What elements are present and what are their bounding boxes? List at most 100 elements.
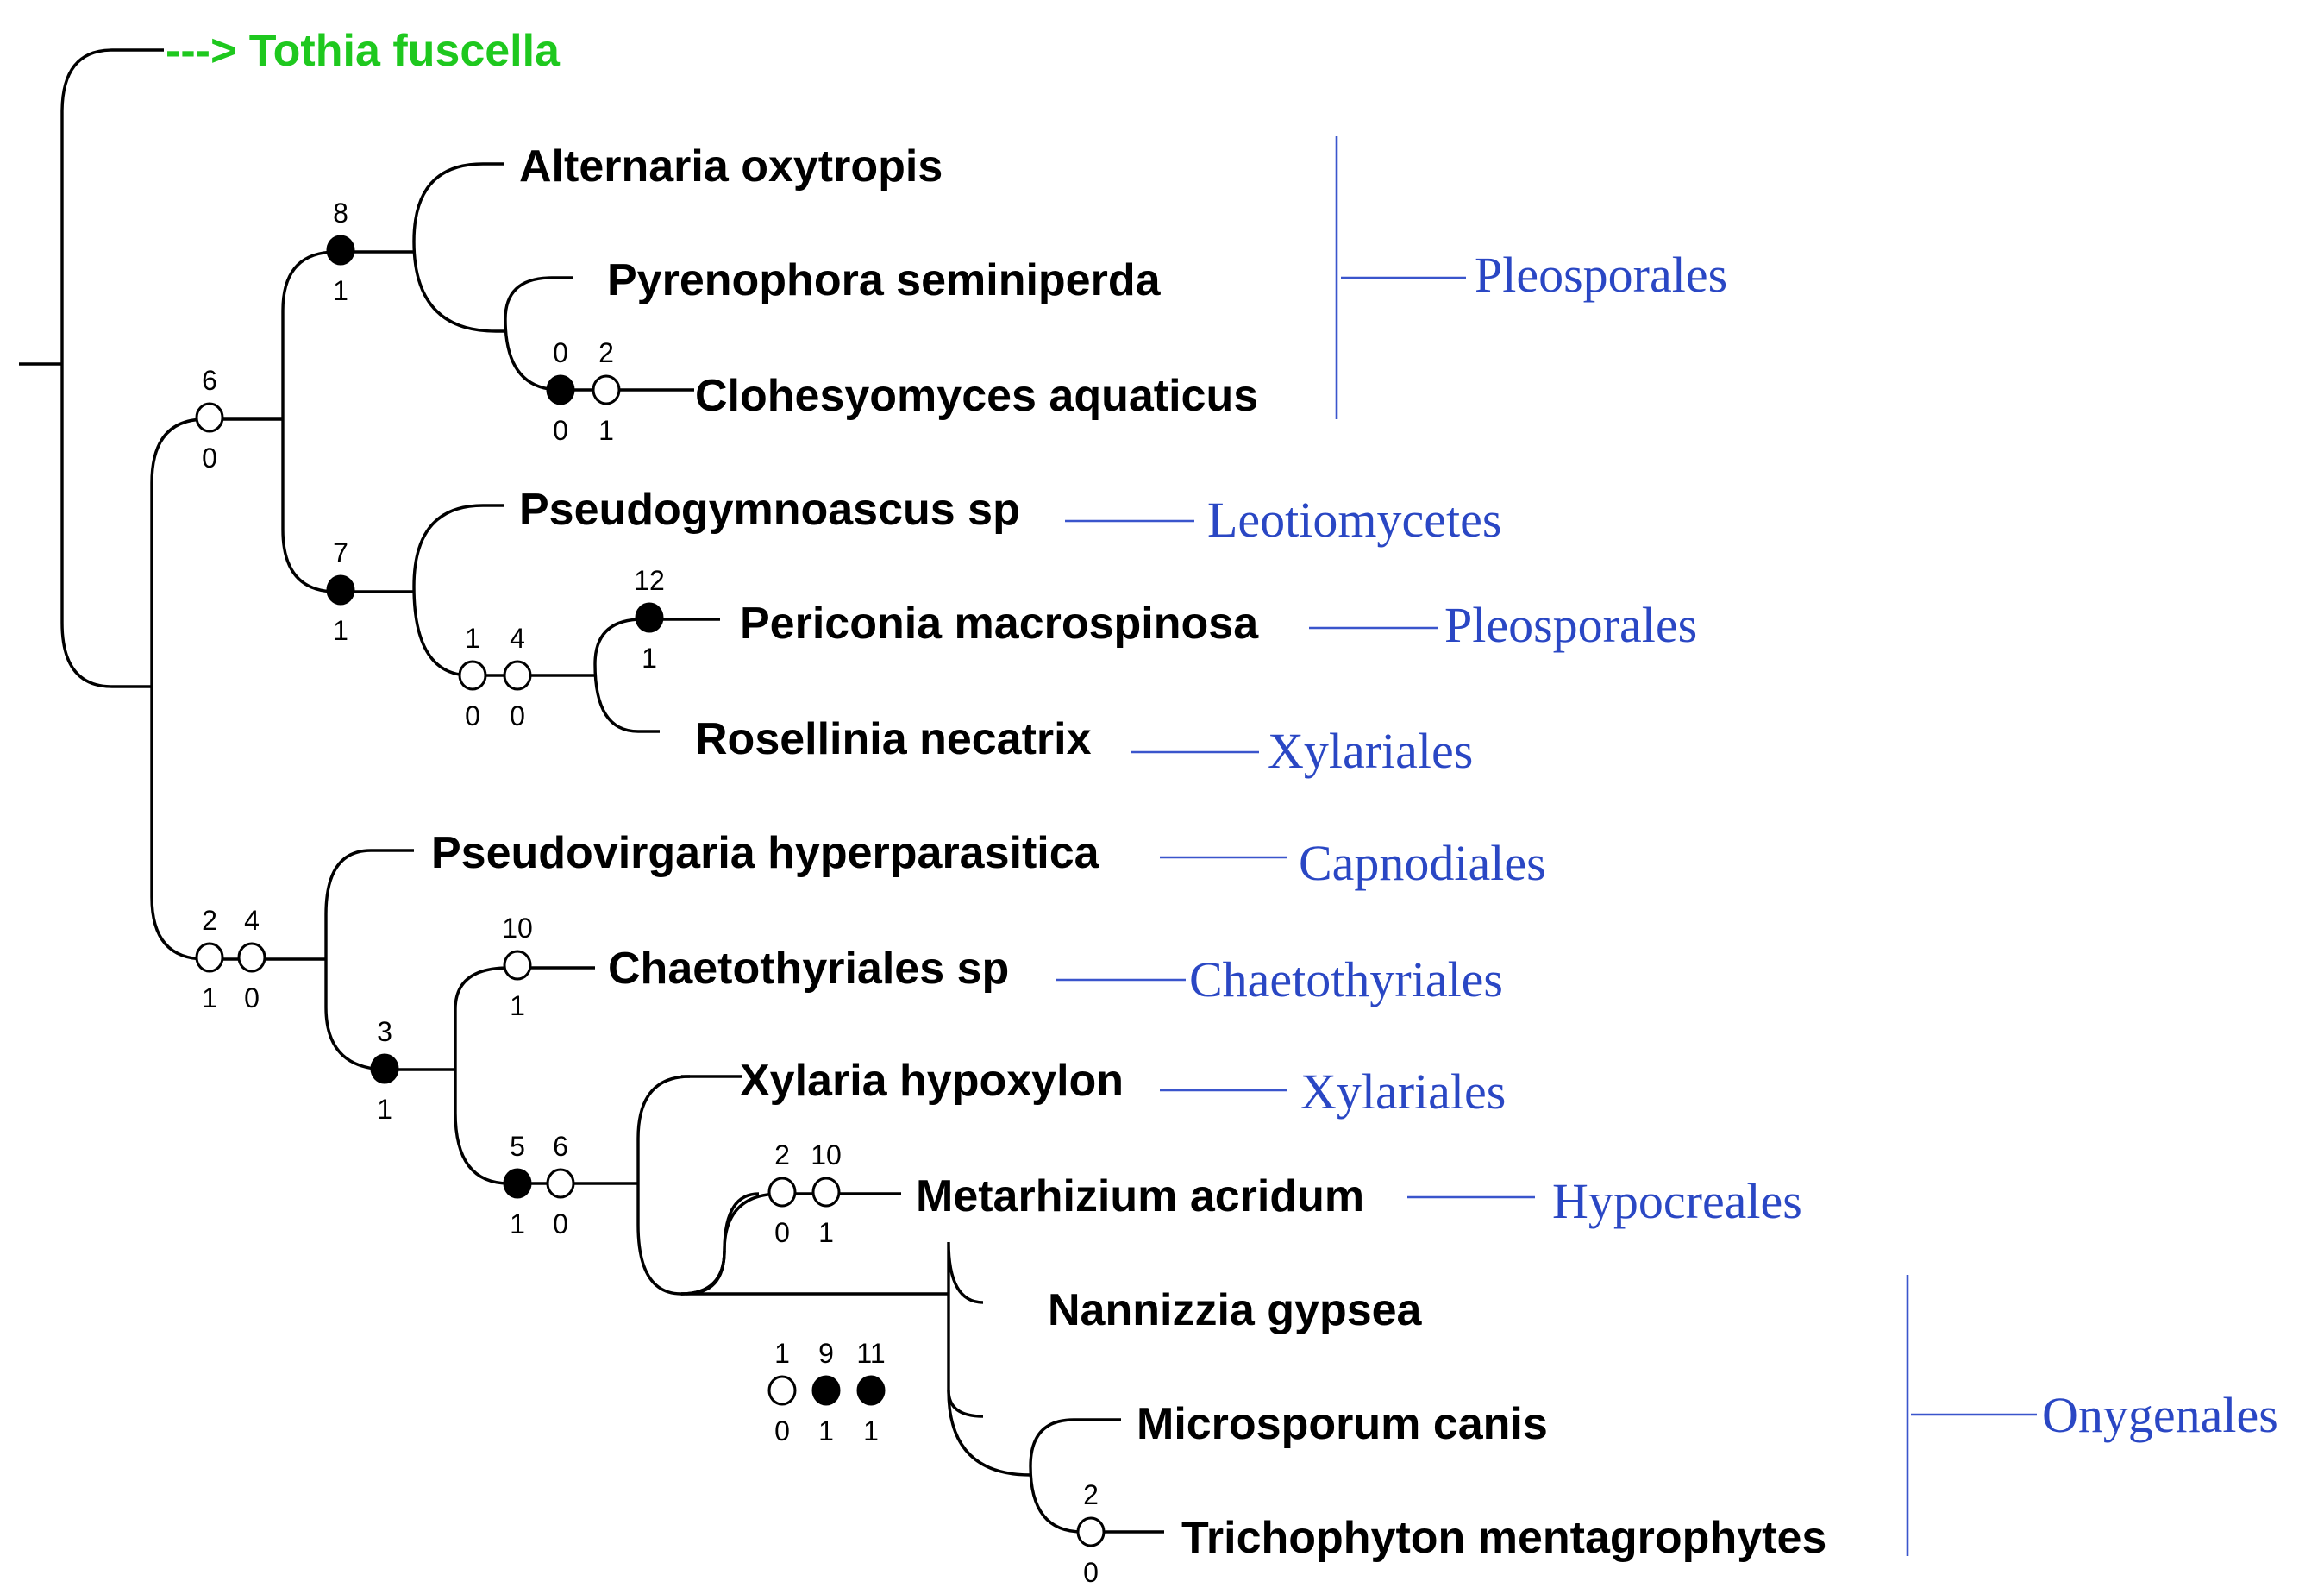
order-label: Chaetothyriales <box>1189 951 1503 1007</box>
open-state-marker <box>1076 1516 1106 1547</box>
character-number: 4 <box>510 623 525 654</box>
taxon-label: Alternaria oxytropis <box>519 141 943 191</box>
state-number: 0 <box>244 982 260 1014</box>
open-state-marker <box>811 1177 841 1208</box>
open-state-marker <box>195 402 224 433</box>
state-number: 0 <box>774 1415 790 1447</box>
state-number: 1 <box>818 1415 834 1447</box>
character-number: 2 <box>1083 1479 1099 1510</box>
filled-state-marker <box>635 602 664 633</box>
open-state-marker <box>767 1375 797 1406</box>
taxon-label: Microsporum canis <box>1137 1399 1548 1449</box>
character-number: 7 <box>333 537 348 568</box>
open-state-marker <box>767 1177 797 1208</box>
state-number: 0 <box>553 1208 568 1239</box>
character-number: 4 <box>244 905 260 936</box>
character-number: 0 <box>553 337 568 368</box>
filled-state-marker <box>503 1168 532 1199</box>
state-number: 1 <box>510 1208 525 1239</box>
state-number: 0 <box>510 700 525 731</box>
open-state-marker <box>503 660 532 691</box>
state-number: 0 <box>553 415 568 446</box>
open-state-marker <box>458 660 487 691</box>
state-number: 1 <box>333 275 348 306</box>
outgroup-label: ---> Tothia fuscella <box>166 26 561 76</box>
character-number: 3 <box>377 1016 392 1047</box>
character-change: 40 <box>237 905 266 1014</box>
filled-state-marker <box>370 1053 399 1084</box>
character-number: 1 <box>465 623 480 654</box>
filled-state-marker <box>546 374 575 405</box>
character-number: 11 <box>856 1338 885 1369</box>
order-label: Leotiomycetes <box>1207 492 1501 548</box>
character-change: 91 <box>811 1338 841 1447</box>
order-label: Pleosporales <box>1444 597 1697 653</box>
taxon-label: Nannizzia gypsea <box>1048 1285 1423 1335</box>
state-number: 0 <box>774 1217 790 1248</box>
order-label: Xylariales <box>1268 723 1473 779</box>
character-number: 5 <box>510 1131 525 1162</box>
character-change: 111 <box>856 1338 885 1447</box>
character-number: 2 <box>774 1139 790 1170</box>
character-number: 8 <box>333 198 348 229</box>
order-label: Hypocreales <box>1552 1173 1802 1229</box>
taxon-label: Clohesyomyces aquaticus <box>695 371 1258 421</box>
character-change: 60 <box>195 365 224 474</box>
state-number: 1 <box>818 1217 834 1248</box>
state-number: 0 <box>202 442 217 474</box>
state-number: 1 <box>333 615 348 646</box>
character-change: 40 <box>503 623 532 731</box>
state-number: 0 <box>465 700 480 731</box>
character-change: 20 <box>767 1139 797 1248</box>
taxon-label: Metarhizium acridum <box>916 1171 1364 1221</box>
order-label: Xylariales <box>1300 1064 1506 1120</box>
character-change: 60 <box>546 1131 575 1239</box>
taxon-label: Chaetothyriales sp <box>608 944 1009 994</box>
character-number: 2 <box>202 905 217 936</box>
character-change: 10 1 <box>811 1139 842 1248</box>
state-number: 1 <box>202 982 217 1014</box>
character-number: 6 <box>202 365 217 396</box>
open-state-marker <box>503 950 532 981</box>
open-state-marker <box>546 1168 575 1199</box>
state-number: 1 <box>598 415 614 446</box>
character-number: 12 <box>634 565 665 596</box>
tree-branches <box>19 48 1164 1534</box>
character-number: 9 <box>818 1338 834 1369</box>
open-state-marker <box>592 374 621 405</box>
character-number: 2 <box>598 337 614 368</box>
taxon-label: Pseudovirgaria hyperparasitica <box>431 828 1100 878</box>
character-number: 6 <box>553 1131 568 1162</box>
taxon-label: Periconia macrospinosa <box>740 599 1259 649</box>
character-number: 10 <box>502 913 533 944</box>
taxon-label: Xylaria hypoxylon <box>740 1056 1124 1106</box>
character-change: 21 <box>195 905 224 1014</box>
character-number: 1 <box>774 1338 790 1369</box>
state-number: 1 <box>642 643 657 674</box>
order-label: Capnodiales <box>1299 835 1546 891</box>
order-label: Pleosporales <box>1475 247 1727 303</box>
character-change: 71 <box>326 537 355 646</box>
character-change: 00 <box>546 337 575 446</box>
character-change: 10 <box>458 623 487 731</box>
character-change: 81 <box>326 198 355 306</box>
filled-state-marker <box>326 235 355 266</box>
filled-state-marker <box>326 574 355 606</box>
state-number: 0 <box>1083 1557 1099 1588</box>
character-change: 51 <box>503 1131 532 1239</box>
character-change: 101 <box>502 913 533 1021</box>
character-change: 12 1 <box>634 565 665 674</box>
filled-state-marker <box>856 1375 886 1406</box>
character-number: 10 <box>811 1139 842 1170</box>
character-change: 31 <box>370 1016 399 1125</box>
state-number: 1 <box>863 1415 879 1447</box>
order-label: Onygenales <box>2042 1387 2278 1443</box>
taxon-labels: ---> Tothia fuscella Alternaria oxytropi… <box>166 26 1826 1563</box>
filled-state-marker <box>811 1375 841 1406</box>
open-state-marker <box>237 942 266 973</box>
order-annotations: Pleosporales Leotiomycetes Pleosporales … <box>1056 136 2278 1556</box>
character-change: 10 <box>767 1338 797 1447</box>
taxon-label: Rosellinia necatrix <box>695 714 1092 764</box>
